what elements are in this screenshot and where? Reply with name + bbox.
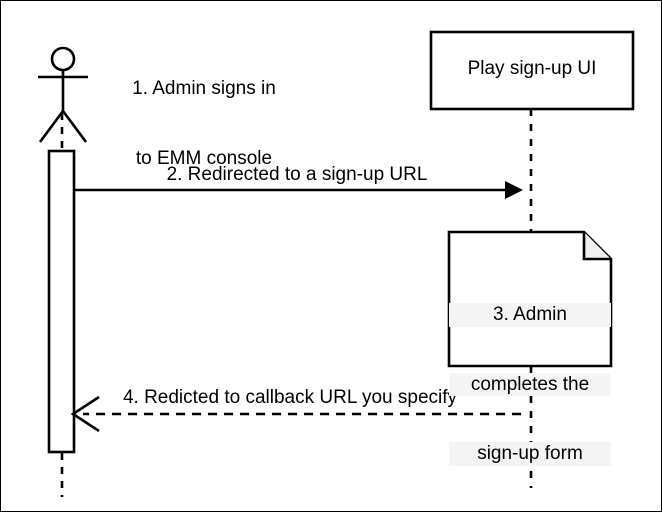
message-2-arrowhead-filled [505, 181, 523, 199]
note-text-line-3: sign-up form [449, 442, 611, 466]
note-text-line-2: completes the [449, 372, 611, 397]
message-4-label: 4. Redicted to callback URL you specify [122, 387, 458, 408]
note-body-shape [447, 230, 613, 368]
note-step-3 [447, 230, 613, 368]
note-folded-corner-icon [582, 232, 611, 261]
note-text: 3. Admin completes the sign-up form [449, 257, 611, 511]
actor-admin-figure [38, 46, 88, 143]
note-text-line-1: 3. Admin [449, 303, 611, 327]
actor-caption: 1. Admin signs in to EMM console [97, 31, 311, 216]
message-4-arrowhead-open [70, 395, 100, 433]
actor-leg-right [61, 110, 88, 143]
message-2-label: 2. Redirected to a sign-up URL [166, 164, 428, 185]
participant-label-play-signup-ui: Play sign-up UI [467, 58, 597, 79]
actor-caption-line-2: to EMM console [135, 147, 273, 169]
actor-caption-line-1: 1. Admin signs in [132, 78, 276, 100]
message-4-arrow [70, 395, 521, 433]
actor-head-icon [50, 46, 76, 72]
actor-leg-left [38, 110, 65, 143]
actor-activation-bar [47, 149, 76, 454]
message-2-arrow [74, 181, 523, 199]
